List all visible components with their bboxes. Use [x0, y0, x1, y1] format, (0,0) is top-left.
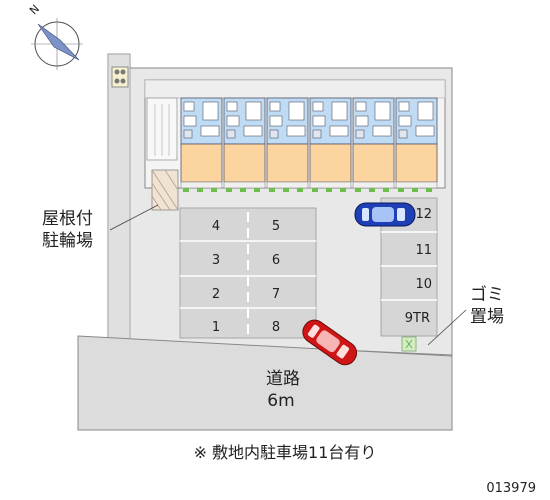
garbage-area: [401, 336, 417, 352]
apartment-units: [180, 97, 438, 192]
space-11: 11: [415, 243, 432, 258]
space-1: 1: [212, 320, 220, 335]
garbage-leader: [427, 309, 467, 346]
site-west-wall: [107, 53, 131, 340]
space-5: 5: [272, 219, 280, 234]
space-7: 7: [272, 287, 280, 302]
parking-note: ※ 敷地内駐車場11台有り: [194, 443, 377, 462]
garbage-label-2: 置場: [470, 307, 504, 327]
apartment-unit: [266, 97, 309, 192]
compass-north-label: N: [27, 2, 42, 17]
space-8: 8: [272, 320, 280, 335]
blue-car-icon: [354, 202, 416, 227]
road-width: 6m: [267, 391, 294, 411]
bicycle-parking-label-2: 駐輪場: [42, 231, 93, 251]
compass: N: [27, 2, 83, 70]
parking-spaces-left: 4 3 2 1 5 6 7 8: [179, 207, 317, 339]
apartment-unit: [223, 97, 266, 192]
space-4: 4: [212, 219, 220, 234]
space-12: 12: [415, 207, 432, 222]
garbage-label-1: ゴミ: [470, 284, 504, 305]
road-name: 道路: [266, 369, 300, 389]
building-corridor: [144, 79, 446, 99]
apartment-unit: [309, 97, 352, 192]
space-6: 6: [272, 253, 280, 268]
bicycle-parking-label-1: 屋根付: [42, 209, 93, 229]
apartment-unit: [395, 97, 438, 192]
apartment-unit: [180, 97, 223, 192]
compass-needle-icon: [37, 23, 80, 61]
apartment-unit: [352, 97, 395, 192]
bicycle-parking-area: [151, 169, 179, 211]
red-car-icon: [302, 319, 358, 366]
space-2: 2: [212, 287, 220, 302]
space-10: 10: [415, 277, 432, 292]
map-code: 013979: [486, 481, 536, 496]
bicycle-parking-leader: [109, 204, 159, 231]
utility-box: [111, 66, 129, 88]
space-9TR: 9TR: [405, 311, 430, 326]
space-3: 3: [212, 253, 220, 268]
